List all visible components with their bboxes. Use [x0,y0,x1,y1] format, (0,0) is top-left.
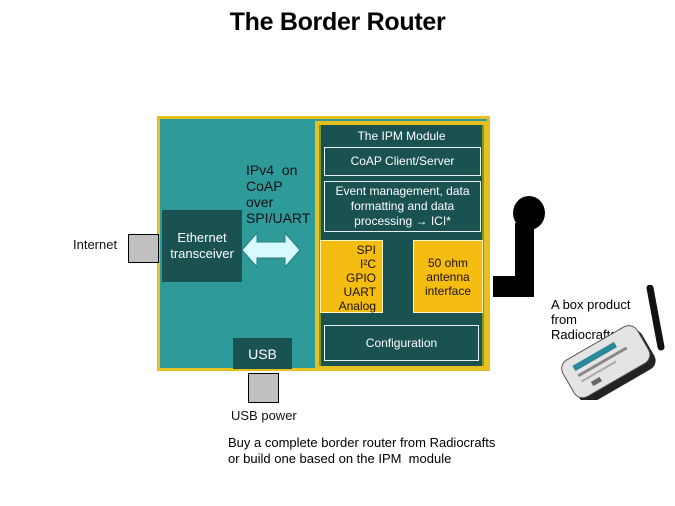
protocol-label: IPv4 on CoAP over SPI/UART [246,162,316,226]
caption-line: Buy a complete border router from Radioc… [228,435,496,450]
ipm-module-title: The IPM Module [357,129,446,143]
box-product-line: A box product [551,297,631,312]
caption: Buy a complete border router from Radioc… [228,435,495,467]
ethernet-transceiver-block: Ethernet transceiver [162,210,242,282]
protocol-line: IPv4 on [246,162,298,178]
antenna-interface-block: 50 ohm antenna interface [413,240,483,313]
coap-client-server-block: CoAP Client/Server [324,147,481,176]
protocol-line: CoAP [246,178,283,194]
internet-label: Internet [73,237,118,252]
io-interfaces-block: SPI I²C GPIO UART Analog [320,240,383,313]
usb-port [248,373,279,403]
box-product-line: from [551,312,577,327]
usb-label: USB [248,345,277,362]
box-product-line: Radiocrafts [551,327,617,342]
usb-power-label: USB power [231,408,297,423]
interface-item: SPI [356,243,376,257]
usb-block: USB [233,338,292,369]
interface-item: GPIO [345,271,376,285]
event-line: processing → ICI* [354,214,451,228]
antenna-interface-line: interface [424,283,472,298]
interface-item: UART [343,285,376,299]
event-line: Event management, data [335,184,470,198]
protocol-line: over [246,194,274,210]
bidirectional-arrow-icon [241,231,301,269]
event-line: formatting and data [350,199,455,213]
antenna-interface-line: 50 ohm [427,255,469,270]
interface-item: I²C [360,257,376,271]
caption-line: or build one based on the IPM module [228,451,452,466]
protocol-line: SPI/UART [246,210,311,226]
event-management-block: Event management, data formatting and da… [324,181,481,232]
antenna-icon [493,196,545,297]
slide-title: The Border Router [229,8,446,36]
interface-item: Analog [338,299,376,313]
box-product-label: A box product from Radiocrafts [551,297,651,342]
antenna-interface-line: antenna [426,269,470,284]
coap-label: CoAP Client/Server [350,154,455,168]
ethernet-transceiver-label: Ethernet transceiver [170,230,234,261]
ethernet-port [128,234,159,263]
configuration-label: Configuration [365,335,438,350]
radiocrafts-router-image [561,285,665,400]
configuration-block: Configuration [324,325,479,361]
